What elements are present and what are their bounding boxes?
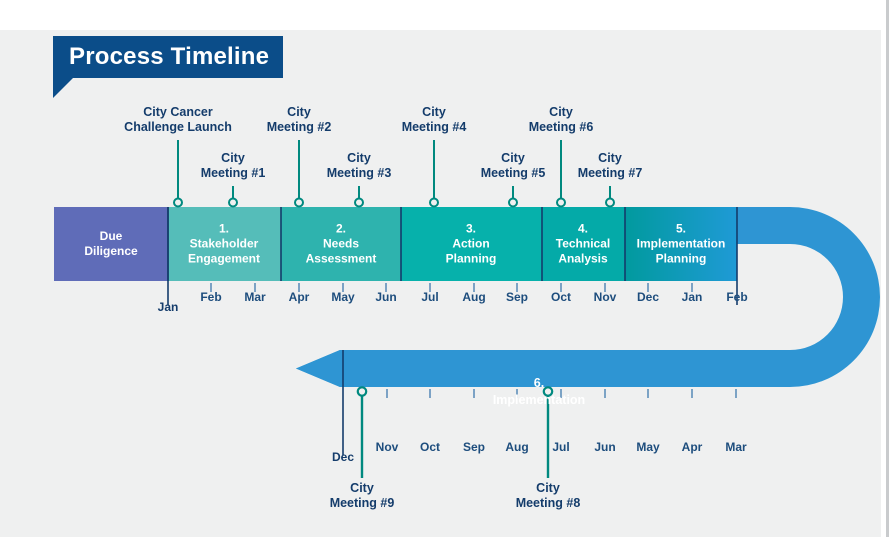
month-label-bottom-mar: Mar <box>725 440 747 454</box>
month-label-top-nov: Nov <box>593 290 617 304</box>
bottom-track-arrow <box>296 350 705 387</box>
title-banner: Process Timeline <box>53 36 283 78</box>
segment-label-needs-assessment: 2. Needs Assessment <box>305 221 377 266</box>
month-label-top-mar: Mar <box>244 290 266 304</box>
month-label-bottom-sep: Sep <box>462 440 486 454</box>
segment-technical-analysis <box>542 207 625 281</box>
segment-label-due-diligence: Due Diligence <box>84 229 138 258</box>
month-label-top-oct: Oct <box>550 290 572 304</box>
month-label-bottom-dec: Dec <box>331 450 355 464</box>
top-track-segments <box>54 207 737 281</box>
marker-label-city-cancer-challenge-launch: City Cancer Challenge Launch <box>124 105 232 134</box>
month-label-top-may: May <box>331 290 355 304</box>
segment-label-action-planning: 3. Action Planning <box>445 221 497 266</box>
month-label-top-sep: Sep <box>505 290 529 304</box>
marker-label-city-meeting-1: City Meeting #1 <box>200 151 266 180</box>
segment-due-diligence <box>54 207 168 281</box>
marker-label-city-meeting-8: City Meeting #8 <box>515 481 581 510</box>
month-label-top-jul: Jul <box>421 290 439 304</box>
segment-label-implementation-planning: 5. Implementation Planning <box>636 221 726 266</box>
marker-label-city-meeting-2: City Meeting #2 <box>266 105 332 134</box>
month-label-bottom-nov: Nov <box>375 440 399 454</box>
marker-label-city-meeting-5: City Meeting #5 <box>480 151 546 180</box>
segment-implementation-planning <box>625 207 737 281</box>
page-title: Process Timeline <box>69 43 270 70</box>
top-marker-connectors <box>173 140 615 208</box>
segment-action-planning <box>401 207 542 281</box>
u-turn-connector <box>700 207 880 387</box>
month-label-top-feb-2: Feb <box>726 290 748 304</box>
right-edge-rule <box>886 0 889 537</box>
marker-label-city-meeting-9: City Meeting #9 <box>329 481 395 510</box>
segment-label-implementation: 6. Implementation <box>492 376 586 407</box>
month-label-top-aug: Aug <box>462 290 486 304</box>
month-label-bottom-apr: Apr <box>681 440 703 454</box>
month-label-bottom-may: May <box>636 440 660 454</box>
segment-label-stakeholder-engagement: 1. Stakeholder Engagement <box>187 221 261 266</box>
marker-label-city-meeting-3: City Meeting #3 <box>326 151 392 180</box>
bottom-track-ticks <box>342 350 737 455</box>
month-label-top-jun: Jun <box>375 290 397 304</box>
month-label-bottom-jun: Jun <box>594 440 616 454</box>
bottom-marker-connectors <box>356 386 554 478</box>
top-track-ticks <box>167 207 738 305</box>
month-label-top-jan-1: Jan <box>157 300 179 314</box>
month-label-bottom-aug: Aug <box>505 440 529 454</box>
marker-label-city-meeting-7: City Meeting #7 <box>577 151 643 180</box>
segment-needs-assessment <box>281 207 401 281</box>
month-label-top-dec: Dec <box>636 290 660 304</box>
month-label-bottom-oct: Oct <box>419 440 441 454</box>
marker-label-city-meeting-6: City Meeting #6 <box>528 105 594 134</box>
segment-stakeholder-engagement <box>168 207 281 281</box>
canvas-background <box>0 30 881 537</box>
month-label-top-feb-1: Feb <box>200 290 222 304</box>
segment-label-technical-analysis: 4. Technical Analysis <box>555 221 611 266</box>
month-label-bottom-jul: Jul <box>552 440 570 454</box>
marker-label-city-meeting-4: City Meeting #4 <box>401 105 467 134</box>
title-banner-tail <box>53 78 73 98</box>
month-label-top-jan-2: Jan <box>681 290 703 304</box>
month-label-top-apr: Apr <box>288 290 310 304</box>
